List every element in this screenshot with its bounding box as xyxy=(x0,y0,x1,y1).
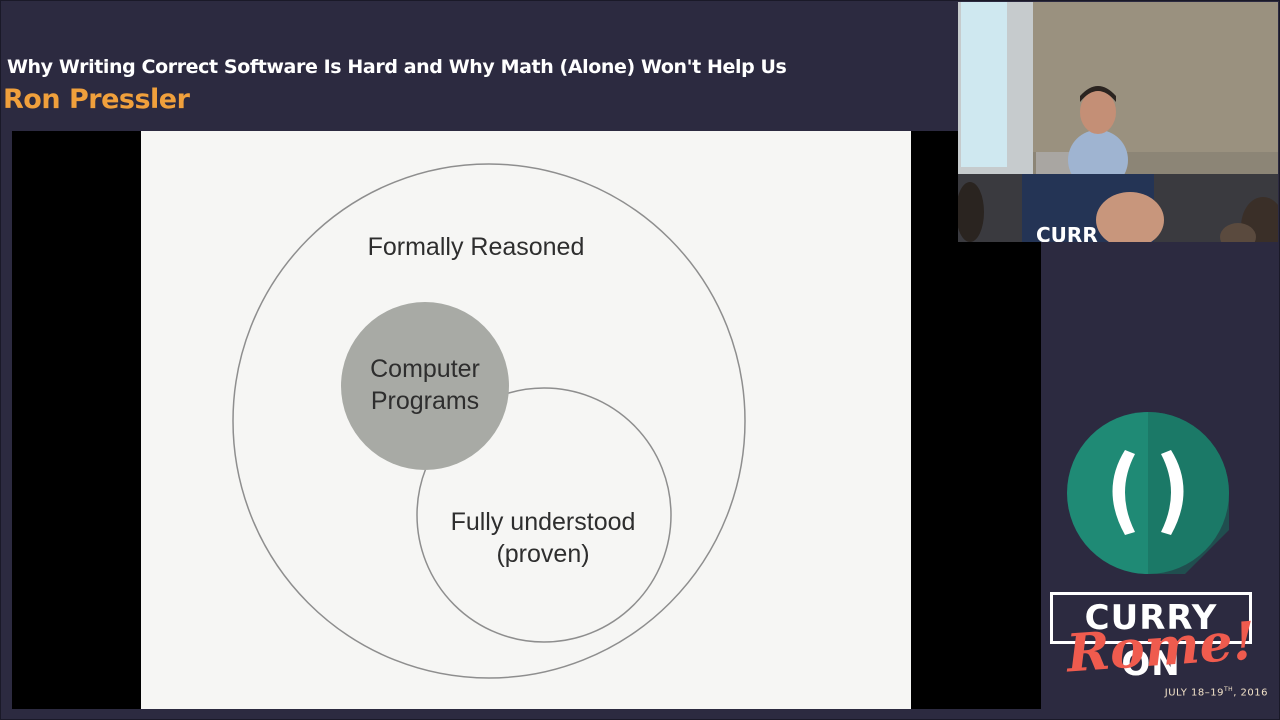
event-date: JULY 18–19TH, 2016 xyxy=(1156,686,1268,698)
camera-scene: CURR xyxy=(958,2,1278,242)
inner-circle xyxy=(416,387,672,643)
talk-title: Why Writing Correct Software Is Hard and… xyxy=(7,56,787,78)
venn-diagram xyxy=(232,163,746,679)
podium-sign-text: CURR xyxy=(1036,223,1098,242)
label-computer-line2: Programs xyxy=(370,387,480,415)
conference-wordmark: CURRY ON xyxy=(1050,592,1252,684)
speaker-name: Ron Pressler xyxy=(3,84,190,115)
label-computer-line1: Computer xyxy=(370,355,480,383)
label-formally-reasoned: Formally Reasoned xyxy=(367,233,585,261)
conference-city: Rome! xyxy=(1064,610,1258,685)
label-fully-understood: Fully understood (proven) xyxy=(403,506,683,570)
label-fully-line2: (proven) xyxy=(496,540,590,568)
event-date-days: JULY 18–19 xyxy=(1164,687,1224,699)
label-fully-line1: Fully understood xyxy=(450,508,636,536)
outer-circle xyxy=(232,163,746,679)
event-date-suffix: TH xyxy=(1224,686,1234,693)
presentation-slide: Formally Reasoned Computer Programs Full… xyxy=(141,131,911,709)
label-computer-programs: Computer Programs xyxy=(340,353,510,417)
filled-circle xyxy=(341,302,509,470)
event-date-year: , 2016 xyxy=(1233,687,1268,699)
parentheses-logo-icon xyxy=(1065,410,1235,580)
speaker-camera-feed: CURR xyxy=(958,2,1278,242)
